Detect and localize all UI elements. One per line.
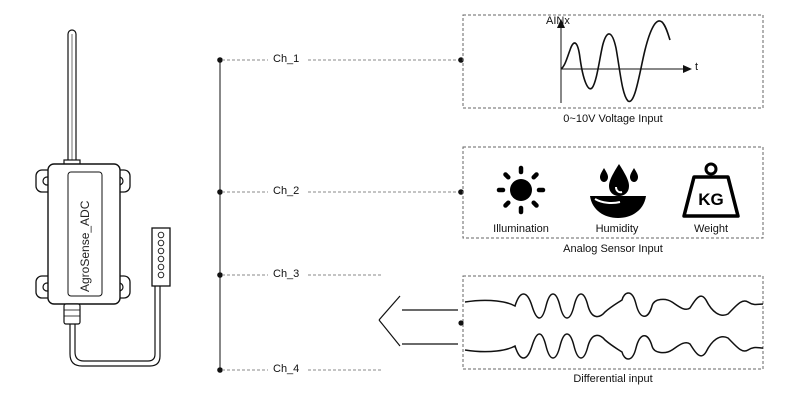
cable-gland (63, 303, 81, 325)
sun-icon (496, 165, 546, 215)
channel-label-2: Ch_2 (273, 185, 300, 197)
voltage-x-axis-label: t (695, 61, 699, 73)
cable (69, 284, 161, 367)
sensor-device (35, 29, 171, 367)
channel-label-4: Ch_4 (273, 363, 300, 375)
differential-wave-negative (464, 333, 764, 360)
differential-input-caption: Differential input (573, 373, 653, 385)
voltage-waveform (560, 20, 671, 103)
voltage-input-panel (462, 14, 764, 109)
voltage-y-axis-label: AINx (546, 15, 570, 27)
kg-weight-icon: KG (682, 162, 740, 218)
humidity-label: Humidity (595, 223, 639, 235)
differential-input-panel (378, 275, 764, 370)
channel-label-1: Ch_1 (273, 53, 300, 65)
kg-weight-text: KG (698, 190, 724, 209)
channel-bus (217, 57, 464, 373)
water-drop-icon (590, 164, 646, 218)
voltage-input-caption: 0~10V Voltage Input (563, 113, 663, 125)
differential-wave-positive (464, 292, 764, 319)
weight-label: Weight (693, 223, 729, 235)
illumination-label: Illumination (493, 223, 549, 235)
device-name-label: AgroSense_ADC (78, 200, 92, 292)
analog-sensor-panel: KG (462, 146, 764, 239)
differential-arrow (378, 295, 458, 347)
channel-label-3: Ch_3 (273, 268, 300, 280)
device-label-panel (67, 171, 103, 297)
analog-sensor-caption: Analog Sensor Input (563, 243, 663, 255)
